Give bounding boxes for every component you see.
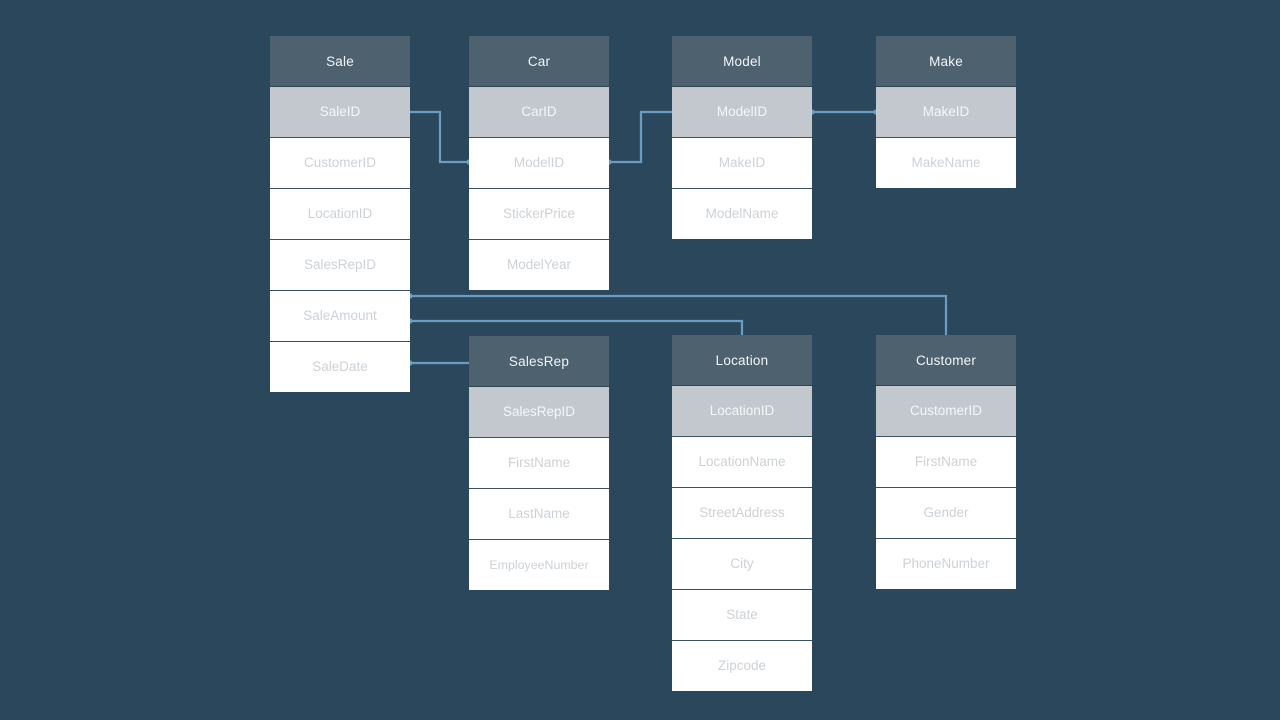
table-title-make: Make <box>876 36 1016 87</box>
column-sale-salesrepid[interactable]: SalesRepID <box>270 239 410 290</box>
entity-table-location[interactable]: Location LocationID LocationName StreetA… <box>672 335 812 691</box>
column-salesrep-firstname[interactable]: FirstName <box>469 437 609 488</box>
column-sale-saledate[interactable]: SaleDate <box>270 341 410 392</box>
column-location-city[interactable]: City <box>672 538 812 589</box>
column-sale-primary-key[interactable]: SaleID <box>270 87 410 137</box>
column-sale-customerid[interactable]: CustomerID <box>270 137 410 188</box>
entity-table-salesrep[interactable]: SalesRep SalesRepID FirstName LastName E… <box>469 336 609 590</box>
column-customer-gender[interactable]: Gender <box>876 487 1016 538</box>
table-title-customer: Customer <box>876 335 1016 386</box>
column-model-primary-key[interactable]: ModelID <box>672 87 812 137</box>
entity-table-make[interactable]: Make MakeID MakeName <box>876 36 1016 188</box>
column-make-makename[interactable]: MakeName <box>876 137 1016 188</box>
table-title-model: Model <box>672 36 812 87</box>
column-salesrep-primary-key[interactable]: SalesRepID <box>469 387 609 437</box>
column-model-modelname[interactable]: ModelName <box>672 188 812 239</box>
column-sale-locationid[interactable]: LocationID <box>270 188 410 239</box>
column-customer-firstname[interactable]: FirstName <box>876 436 1016 487</box>
column-location-primary-key[interactable]: LocationID <box>672 386 812 436</box>
column-customer-primary-key[interactable]: CustomerID <box>876 386 1016 436</box>
column-model-makeid[interactable]: MakeID <box>672 137 812 188</box>
entity-table-car[interactable]: Car CarID ModelID StickerPrice ModelYear <box>469 36 609 290</box>
table-title-location: Location <box>672 335 812 386</box>
table-title-sale: Sale <box>270 36 410 87</box>
column-location-streetaddress[interactable]: StreetAddress <box>672 487 812 538</box>
column-sale-saleamount[interactable]: SaleAmount <box>270 290 410 341</box>
connector-car-modelid-to-sale-saleid <box>403 110 469 164</box>
column-customer-phonenumber[interactable]: PhoneNumber <box>876 538 1016 589</box>
connector-sale-locationid-to-location <box>410 319 744 335</box>
entity-table-customer[interactable]: Customer CustomerID FirstName Gender Pho… <box>876 335 1016 589</box>
column-salesrep-lastname[interactable]: LastName <box>469 488 609 539</box>
connector-sale-customerid-to-customer <box>410 294 948 335</box>
column-car-modelid[interactable]: ModelID <box>469 137 609 188</box>
column-make-primary-key[interactable]: MakeID <box>876 87 1016 137</box>
column-location-state[interactable]: State <box>672 589 812 640</box>
column-car-primary-key[interactable]: CarID <box>469 87 609 137</box>
connector-car-modelid-to-model-modelid <box>609 110 672 164</box>
column-location-locationname[interactable]: LocationName <box>672 436 812 487</box>
table-title-car: Car <box>469 36 609 87</box>
entity-table-sale[interactable]: Sale SaleID CustomerID LocationID SalesR… <box>270 36 410 392</box>
table-title-salesrep: SalesRep <box>469 336 609 387</box>
column-car-stickerprice[interactable]: StickerPrice <box>469 188 609 239</box>
column-salesrep-employeenumber[interactable]: EmployeeNumber <box>469 539 609 590</box>
entity-table-model[interactable]: Model ModelID MakeID ModelName <box>672 36 812 239</box>
column-car-modelyear[interactable]: ModelYear <box>469 239 609 290</box>
column-location-zipcode[interactable]: Zipcode <box>672 640 812 691</box>
